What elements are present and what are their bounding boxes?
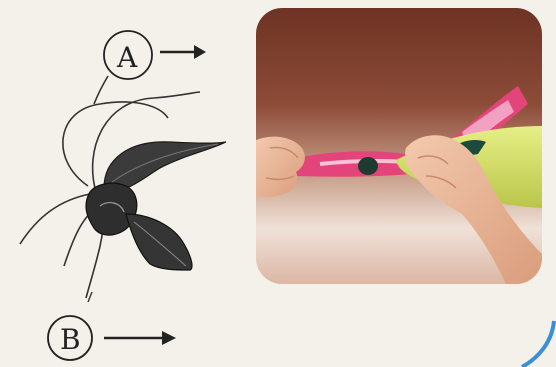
arrow-b bbox=[104, 331, 176, 345]
hands-cloth-photo bbox=[256, 8, 542, 284]
sketch-knot bbox=[86, 183, 137, 235]
cloth-knot bbox=[358, 157, 378, 175]
arrow-a bbox=[160, 45, 206, 59]
label-b-text: B bbox=[60, 323, 81, 356]
knot-sketch: A B bbox=[0, 0, 256, 367]
corner-accent-arc bbox=[496, 307, 556, 367]
photo-panel bbox=[256, 8, 542, 284]
sketch-leaf-upper bbox=[104, 142, 226, 190]
label-a-text: A bbox=[116, 41, 138, 74]
